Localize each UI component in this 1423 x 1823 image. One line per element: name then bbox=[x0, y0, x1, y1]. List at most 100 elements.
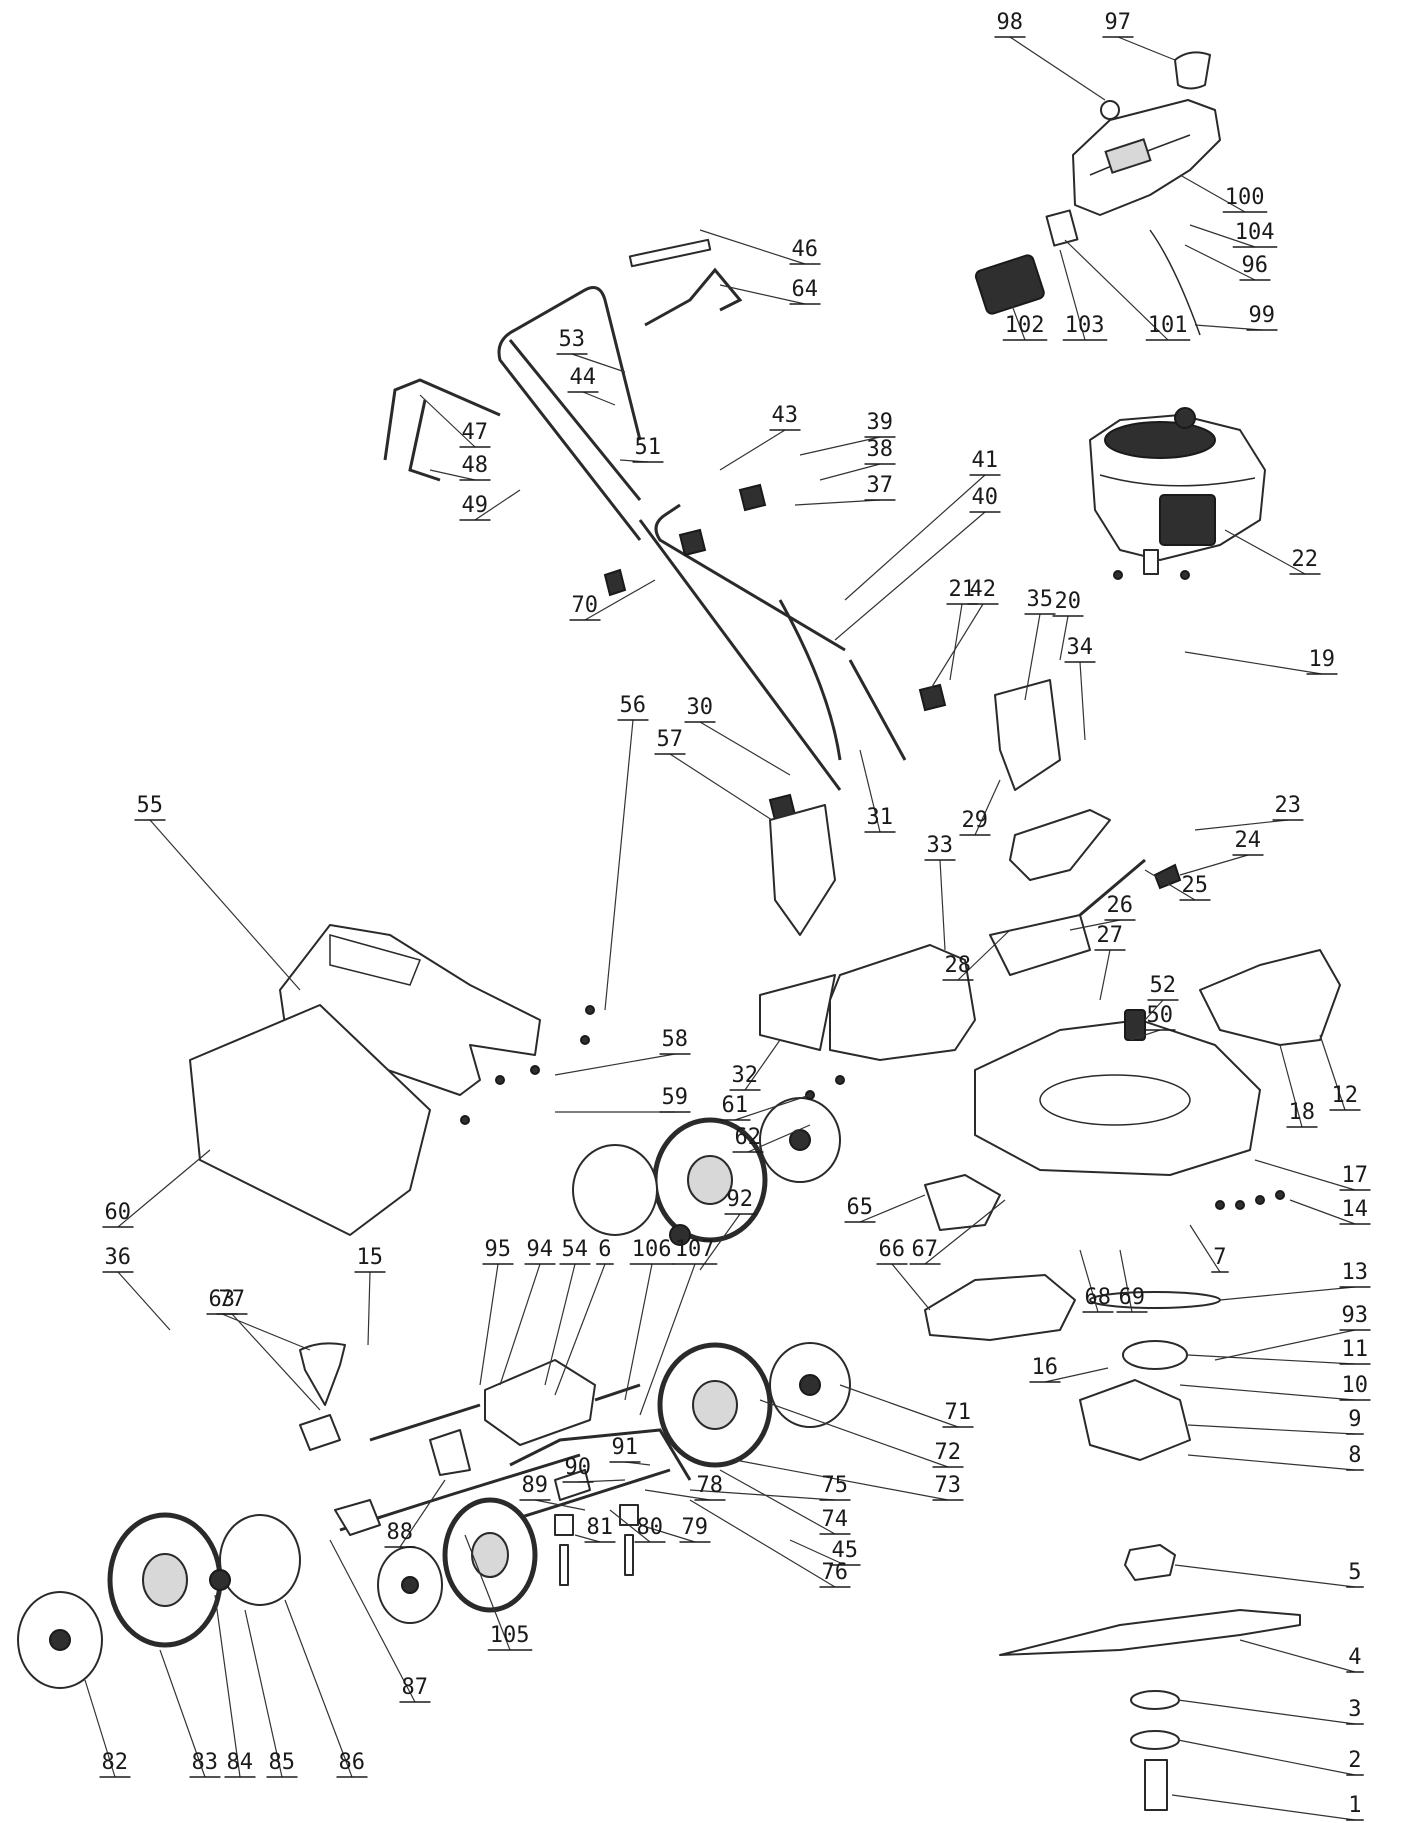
leader-line bbox=[1064, 239, 1169, 341]
part-number-label: 84 bbox=[227, 1750, 254, 1775]
leader-line bbox=[699, 721, 791, 776]
wheel-icon bbox=[652, 1097, 841, 1243]
wheel-icon bbox=[377, 1497, 538, 1624]
part-number-label: 67 bbox=[912, 1237, 939, 1262]
part-number-label: 14 bbox=[1342, 1197, 1369, 1222]
callout-35: 35 bbox=[1024, 587, 1056, 701]
leader-line bbox=[1239, 1639, 1356, 1673]
part-number-label: 30 bbox=[687, 695, 714, 720]
part-number-label: 52 bbox=[1150, 973, 1177, 998]
leader-line bbox=[834, 511, 986, 641]
leader-line bbox=[1187, 1354, 1356, 1365]
callout-65: 65 bbox=[844, 1194, 926, 1223]
part-number-label: 20 bbox=[1055, 589, 1082, 614]
part-number-label: 19 bbox=[1309, 647, 1336, 672]
part-number-label: 13 bbox=[1342, 1260, 1369, 1285]
part-number-label: 7 bbox=[1213, 1245, 1226, 1270]
part-number-label: 40 bbox=[972, 485, 999, 510]
part-number-label: 45 bbox=[832, 1538, 859, 1563]
part-number-label: 102 bbox=[1005, 313, 1045, 338]
part-number-label: 29 bbox=[962, 808, 989, 833]
leader-line bbox=[689, 1499, 836, 1588]
bracket-plate-icon bbox=[769, 804, 836, 936]
leader-line bbox=[574, 1534, 601, 1543]
leader-line bbox=[734, 1094, 811, 1121]
part-number-label: 36 bbox=[105, 1245, 132, 1270]
leader-line bbox=[1184, 244, 1256, 281]
leader-line bbox=[1179, 854, 1249, 876]
part-number-label: 60 bbox=[105, 1200, 132, 1225]
part-number-label: 6 bbox=[598, 1237, 611, 1262]
leader-line bbox=[1009, 299, 1026, 341]
pulley-icon bbox=[1122, 1340, 1188, 1370]
callout-85: 85 bbox=[244, 1609, 298, 1778]
part-number-label: 58 bbox=[662, 1027, 689, 1052]
leader-line bbox=[624, 1263, 653, 1401]
callout-100: 100 bbox=[1179, 174, 1268, 213]
callout-7: 7 bbox=[1189, 1224, 1229, 1273]
part-number-label: 2 bbox=[1348, 1748, 1361, 1773]
callout-78: 78 bbox=[644, 1473, 726, 1501]
leader-line bbox=[789, 1539, 846, 1566]
leader-line bbox=[957, 929, 1011, 981]
washer-icon bbox=[1130, 1690, 1180, 1710]
callout-57: 57 bbox=[654, 727, 773, 821]
callout-11: 11 bbox=[1187, 1337, 1371, 1365]
part-number-label: 101 bbox=[1148, 313, 1188, 338]
callout-92: 92 bbox=[699, 1187, 756, 1271]
part-number-label: 61 bbox=[722, 1093, 749, 1118]
callout-76: 76 bbox=[689, 1499, 851, 1588]
part-number-label: 94 bbox=[527, 1237, 554, 1262]
leader-line bbox=[604, 719, 634, 1011]
part-number-label: 51 bbox=[635, 435, 662, 460]
callout-71: 71 bbox=[839, 1384, 974, 1428]
callout-51: 51 bbox=[619, 435, 664, 463]
part-number-label: 89 bbox=[522, 1473, 549, 1498]
part-number-label: 41 bbox=[972, 448, 999, 473]
leader-line bbox=[719, 284, 806, 305]
callout-42: 42 bbox=[929, 577, 999, 691]
leader-line bbox=[939, 859, 946, 951]
leader-line bbox=[1289, 1199, 1356, 1225]
callout-30: 30 bbox=[684, 695, 791, 776]
leader-line bbox=[117, 1149, 211, 1228]
mower-deck-icon bbox=[974, 1019, 1261, 1176]
leader-line bbox=[1179, 1384, 1356, 1401]
callout-47: 47 bbox=[419, 394, 491, 448]
callout-59: 59 bbox=[555, 1085, 691, 1113]
callout-31: 31 bbox=[859, 749, 896, 833]
leader-line bbox=[149, 819, 301, 991]
part-number-label: 78 bbox=[697, 1473, 724, 1498]
callout-103: 103 bbox=[1059, 249, 1108, 341]
leader-line bbox=[1184, 651, 1323, 675]
callout-8: 8 bbox=[1187, 1443, 1364, 1471]
callout-80: 80 bbox=[609, 1509, 666, 1543]
leader-line bbox=[1187, 1424, 1356, 1435]
battery-icon bbox=[974, 254, 1045, 315]
part-number-label: 27 bbox=[1097, 923, 1124, 948]
leader-line bbox=[924, 1199, 1006, 1265]
callout-10: 10 bbox=[1179, 1373, 1371, 1401]
leader-line bbox=[929, 603, 984, 691]
leader-line bbox=[859, 749, 881, 833]
leader-line bbox=[734, 1459, 949, 1501]
part-number-label: 11 bbox=[1342, 1337, 1369, 1362]
callout-97: 97 bbox=[1102, 10, 1176, 61]
leader-line bbox=[1079, 661, 1086, 741]
part-number-label: 55 bbox=[137, 793, 164, 818]
part-number-label: 12 bbox=[1332, 1083, 1359, 1108]
part-number-label: 1 bbox=[1348, 1793, 1361, 1818]
callout-37: 37 bbox=[794, 473, 896, 506]
callout-13: 13 bbox=[1219, 1260, 1371, 1301]
part-number-label: 33 bbox=[927, 833, 954, 858]
leader-line bbox=[1254, 1159, 1356, 1191]
part-number-label: 48 bbox=[462, 453, 489, 478]
leader-line bbox=[1279, 1044, 1303, 1128]
leader-line bbox=[399, 1479, 446, 1548]
leader-line bbox=[1119, 1249, 1133, 1313]
callout-54: 54 bbox=[544, 1237, 591, 1386]
leader-line bbox=[474, 489, 521, 521]
part-number-label: 73 bbox=[935, 1473, 962, 1498]
